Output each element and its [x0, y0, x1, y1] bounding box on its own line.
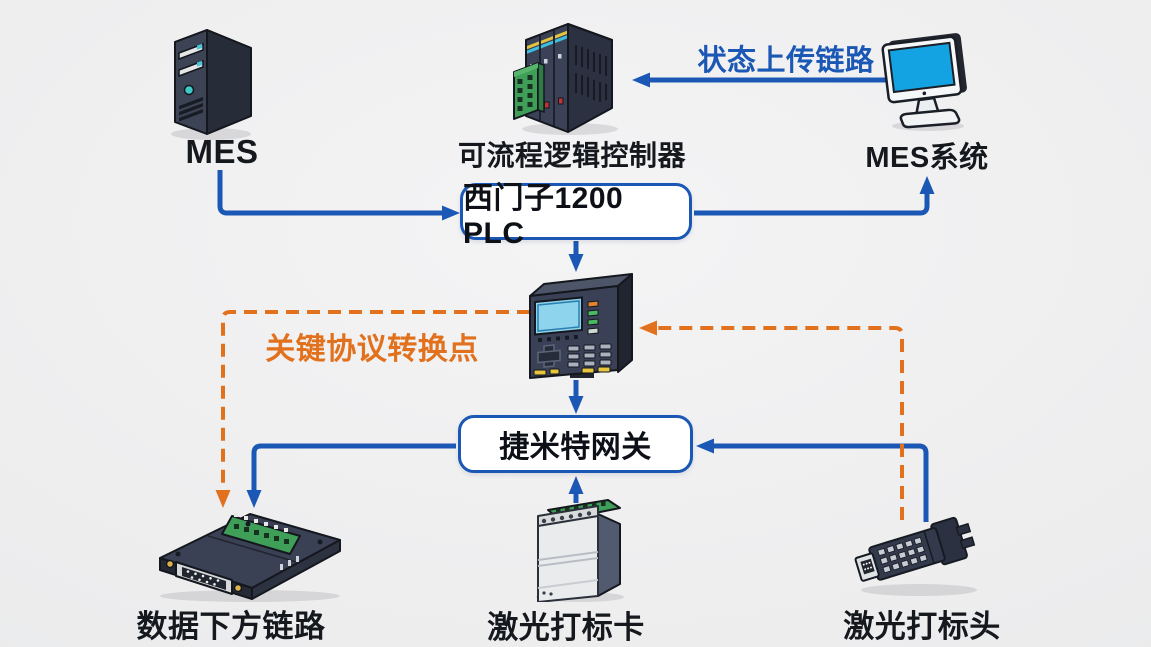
edge-mes-server-to-siemens-box	[217, 170, 460, 221]
mes-system-label: MES系统	[865, 142, 989, 174]
laser-marking-head-label: 激光打标头	[843, 609, 1001, 644]
mes-system-monitor-icon	[881, 33, 967, 131]
mes-server-label: MES	[185, 133, 259, 170]
status-uplink-label: 状态上传链路	[697, 45, 875, 77]
jmt-gateway-box-label: 捷米特网关	[499, 431, 652, 464]
laser-marking-head-icon	[854, 516, 977, 596]
jmt-gateway-box: 捷米特网关	[458, 415, 693, 473]
edge-marking-head-to-gateway-box	[696, 438, 929, 522]
laser-marking-card-icon	[536, 499, 624, 602]
data-downlink-label: 数据下方链路	[136, 609, 326, 644]
plc-module-icon	[513, 23, 618, 135]
edge-siemens-box-to-mes-system	[694, 176, 935, 216]
edge-marking-head-to-converter-dashed	[639, 320, 904, 520]
plc-module-label: 可流程逻辑控制器	[457, 140, 687, 171]
siemens-plc-box-label: 西门子1200 PLC	[463, 181, 624, 250]
data-downlink-adapter-icon	[159, 513, 341, 602]
laser-marking-card-label: 激光打标卡	[487, 610, 645, 645]
edge-gateway-box-to-data-downlink	[246, 443, 456, 508]
mes-server-icon	[171, 29, 252, 140]
protocol-converter-icon	[529, 273, 633, 379]
siemens-plc-box: 西门子1200 PLC	[460, 182, 692, 250]
protocol-conversion-label: 关键协议转换点	[265, 333, 479, 366]
edge-converter-to-data-downlink-dashed	[215, 310, 530, 508]
